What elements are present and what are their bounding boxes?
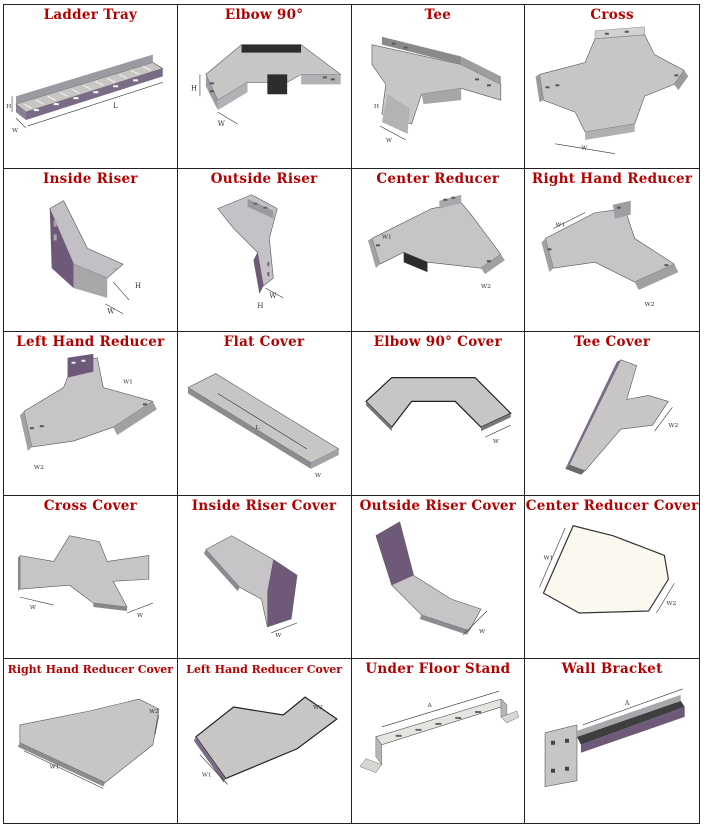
flat-cover-icon: L W: [178, 332, 351, 495]
svg-text:H: H: [257, 301, 263, 309]
item-title: Left Hand Reducer Cover: [186, 663, 343, 677]
item-title: Under Floor Stand: [365, 661, 511, 678]
cell-tee: Tee W H: [351, 5, 526, 169]
svg-text:W2: W2: [149, 708, 159, 715]
cross-icon: W: [525, 5, 699, 168]
svg-text:H: H: [6, 103, 11, 110]
svg-text:A: A: [624, 700, 630, 707]
svg-text:W2: W2: [645, 300, 655, 307]
cell-right-hand-reducer: Right Hand Reducer W1 W2: [525, 169, 699, 333]
elbow-90-cover-icon: W: [352, 332, 525, 495]
svg-text:W1: W1: [50, 764, 60, 771]
cell-center-reducer-cover: Center Reducer Cover W1 W2: [525, 496, 699, 660]
left-hand-reducer-icon: W2 W1: [4, 332, 177, 495]
cell-left-hand-reducer: Left Hand Reducer W2 W1: [4, 332, 178, 496]
svg-text:W: W: [479, 628, 486, 635]
svg-text:A: A: [426, 702, 432, 709]
cell-inside-riser: Inside Riser H W: [4, 168, 178, 333]
svg-text:W2: W2: [481, 283, 491, 290]
cell-left-hand-reducer-cover: Left Hand Reducer Cover W1 W2: [178, 659, 352, 823]
cell-wall-bracket: Wall Bracket A: [525, 659, 699, 823]
wall-bracket-icon: A: [525, 659, 699, 823]
cell-ladder-tray: Ladder Tray L W: [4, 5, 178, 169]
ladder-tray-icon: L W H: [4, 5, 177, 168]
item-title: Inside Riser: [42, 170, 138, 187]
cell-cross-cover: Cross Cover W W: [4, 495, 178, 660]
item-title: Elbow 90° Cover: [373, 334, 502, 351]
cell-outside-riser: Outside Riser W H: [177, 168, 352, 333]
cell-inside-riser-cover: Inside Riser Cover W: [177, 495, 352, 660]
right-hand-reducer-icon: W1 W2: [525, 169, 699, 332]
cell-cross: Cross W: [525, 5, 699, 169]
cell-elbow-90-cover: Elbow 90° Cover W: [351, 332, 526, 496]
cell-elbow-90: Elbow 90° H W: [177, 5, 352, 169]
svg-text:H: H: [191, 84, 197, 92]
svg-text:W: W: [315, 472, 322, 479]
svg-text:W: W: [30, 604, 37, 611]
center-reducer-cover-icon: W1 W2: [525, 496, 699, 659]
svg-text:W1: W1: [556, 221, 566, 228]
item-title: Right Hand Reducer Cover: [7, 663, 174, 677]
svg-text:W2: W2: [313, 704, 323, 711]
item-title: Center Reducer Cover: [525, 497, 699, 514]
elbow-90-icon: H W: [178, 5, 351, 168]
item-title: Cross: [590, 7, 634, 23]
cell-flat-cover: Flat Cover L W: [177, 332, 352, 496]
svg-text:W: W: [107, 307, 115, 315]
svg-text:W: W: [269, 291, 277, 299]
cross-cover-icon: W W: [4, 496, 177, 659]
svg-text:L: L: [113, 102, 118, 110]
svg-text:W1: W1: [202, 772, 212, 779]
item-title: Ladder Tray: [43, 7, 138, 23]
item-title: Flat Cover: [223, 334, 305, 351]
cell-tee-cover: Tee Cover W2: [525, 332, 699, 496]
svg-text:W: W: [218, 120, 226, 128]
tee-cover-icon: W2: [525, 332, 699, 495]
outside-riser-icon: W H: [178, 169, 351, 332]
item-title: Center Reducer: [376, 170, 500, 187]
item-title: Outside Riser Cover: [359, 497, 517, 514]
svg-text:H: H: [135, 282, 141, 290]
item-title: Cross Cover: [43, 497, 138, 514]
item-title: Wall Bracket: [561, 661, 663, 678]
inside-riser-cover-icon: W: [178, 496, 351, 659]
cell-right-hand-reducer-cover: Right Hand Reducer Cover W1 W2: [4, 659, 178, 823]
item-title: Right Hand Reducer: [531, 170, 693, 187]
under-floor-stand-icon: A: [352, 659, 525, 823]
item-title: Tee Cover: [573, 334, 651, 351]
svg-text:W: W: [12, 127, 19, 134]
tee-icon: W H: [352, 5, 525, 168]
svg-text:W2: W2: [667, 600, 677, 607]
center-reducer-icon: W1 W2: [352, 169, 525, 332]
item-title: Tee: [424, 7, 452, 23]
svg-text:W: W: [137, 612, 144, 619]
svg-text:W2: W2: [34, 464, 44, 471]
item-title: Inside Riser Cover: [191, 497, 337, 514]
cell-under-floor-stand: Under Floor Stand A: [352, 659, 526, 823]
svg-text:H: H: [373, 103, 378, 110]
svg-text:W1: W1: [381, 233, 391, 240]
cell-outside-riser-cover: Outside Riser Cover W: [351, 495, 526, 660]
item-title: Left Hand Reducer: [16, 334, 165, 351]
svg-text:W2: W2: [669, 422, 679, 429]
svg-text:W: W: [385, 137, 392, 144]
svg-text:W1: W1: [544, 554, 554, 561]
right-hand-reducer-cover-icon: W1 W2: [4, 659, 177, 823]
item-title: Outside Riser: [210, 170, 318, 187]
svg-text:W: W: [581, 145, 588, 152]
svg-text:W: W: [492, 438, 499, 445]
product-grid: Ladder Tray L W: [3, 4, 700, 824]
outside-riser-cover-icon: W: [352, 496, 525, 659]
svg-text:L: L: [255, 424, 259, 431]
left-hand-reducer-cover-icon: W1 W2: [178, 659, 351, 823]
svg-text:W: W: [275, 632, 282, 639]
inside-riser-icon: H W: [4, 169, 177, 332]
svg-text:W1: W1: [123, 379, 133, 386]
item-title: Elbow 90°: [224, 7, 304, 23]
cell-center-reducer: Center Reducer W1 W2: [351, 168, 526, 333]
